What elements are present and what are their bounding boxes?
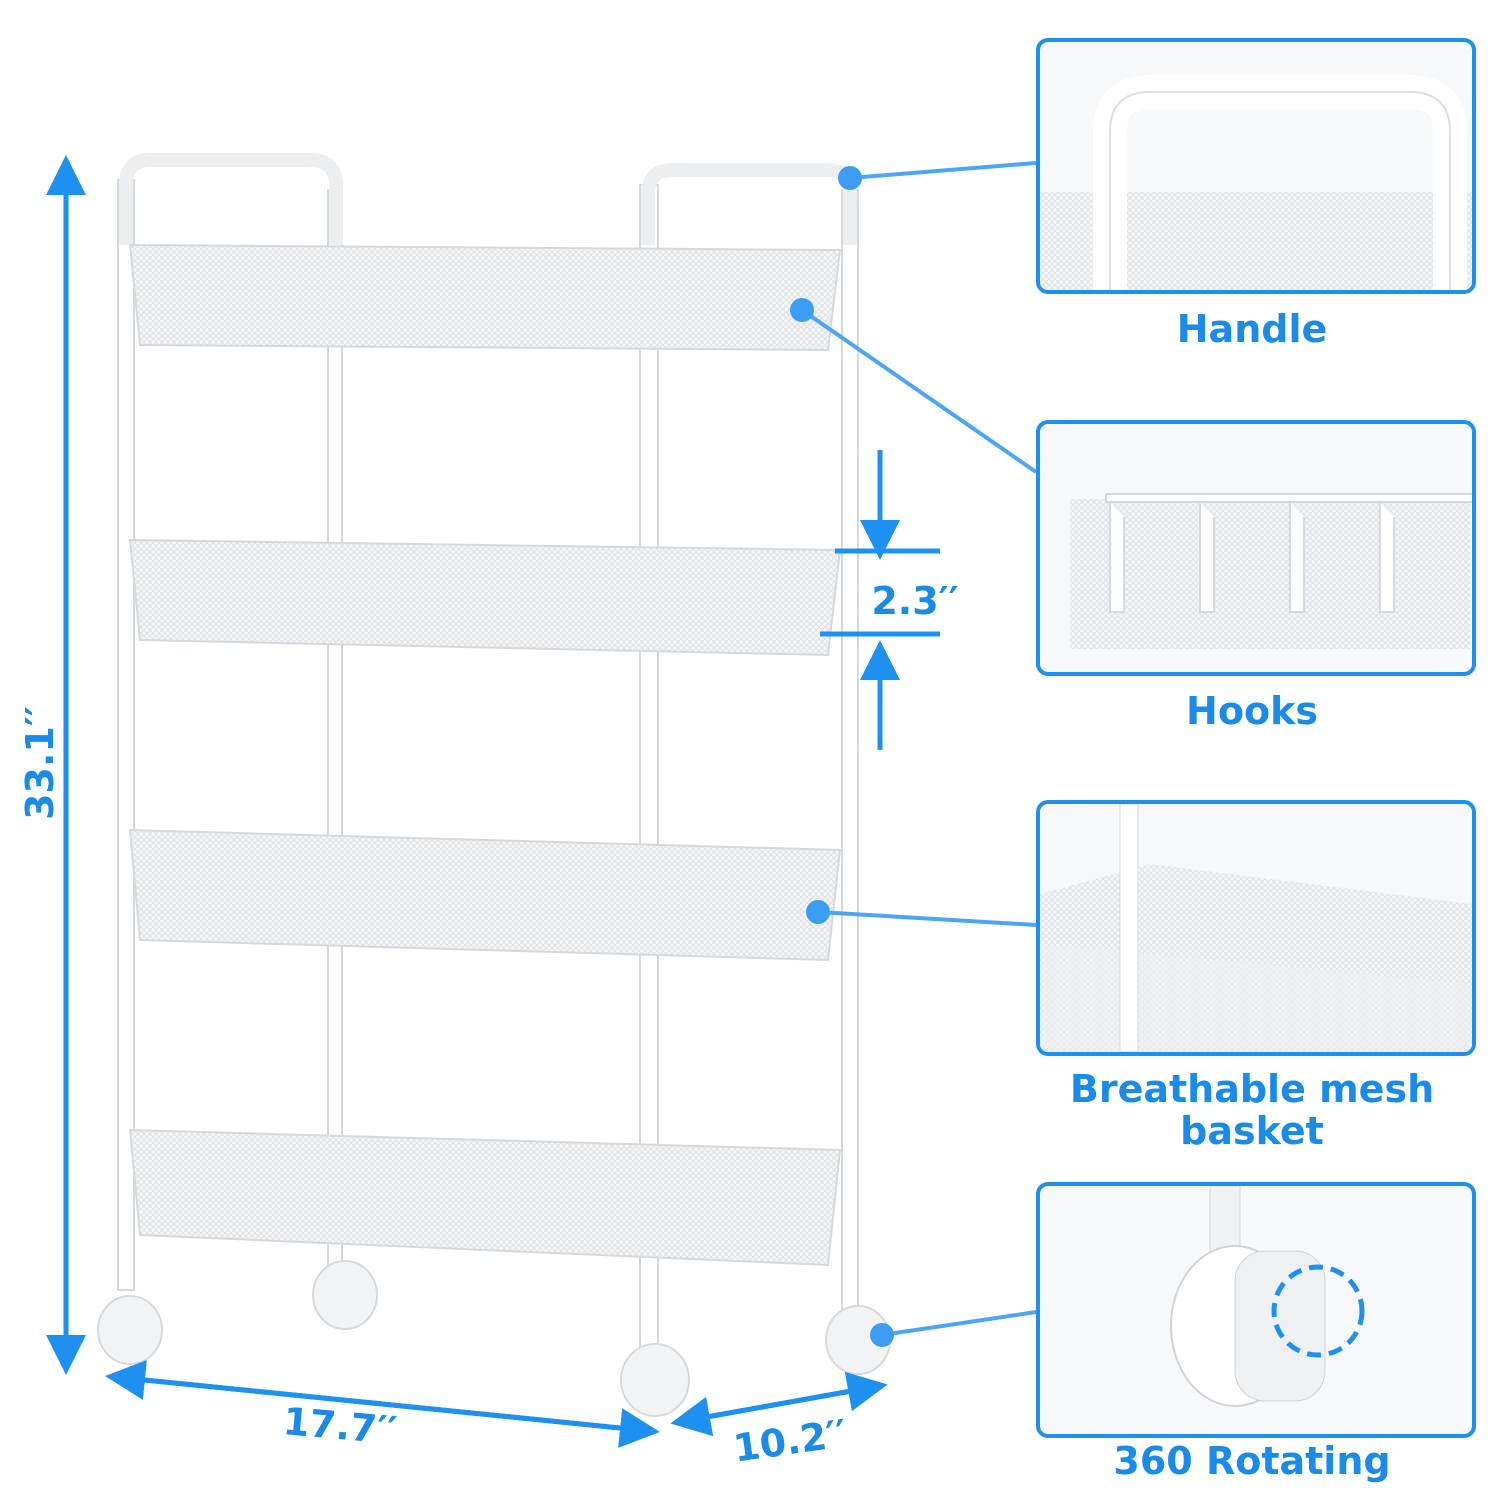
- height-label: 33.1′′: [18, 706, 62, 820]
- shelf-gap-label: 2.3′′: [871, 579, 959, 623]
- caster-wheels: [97, 1260, 891, 1417]
- callout-label-hooks: Hooks: [1186, 689, 1318, 733]
- callout-label-handle: Handle: [1176, 307, 1328, 351]
- dimension-arrows: [46, 155, 940, 1448]
- cart: [97, 153, 891, 1417]
- handle: [119, 153, 343, 245]
- cart-post: [117, 179, 135, 1291]
- handle-closeup-image: [1036, 38, 1476, 294]
- callout-label-mesh: Breathable mesh basket: [1069, 1067, 1435, 1153]
- callout-lines: [800, 161, 1038, 1337]
- cart-post: [327, 189, 343, 1271]
- handle: [641, 163, 857, 245]
- baskets: [128, 243, 842, 1267]
- caster-closeup-image: [1036, 1182, 1476, 1438]
- mesh-basket-closeup-image: [1036, 800, 1476, 1056]
- cart-post: [841, 189, 859, 1311]
- callout-label-caster: 360 Rotating: [1113, 1439, 1391, 1483]
- hooks-closeup-image: [1036, 420, 1476, 676]
- callout-dots: [790, 166, 894, 1347]
